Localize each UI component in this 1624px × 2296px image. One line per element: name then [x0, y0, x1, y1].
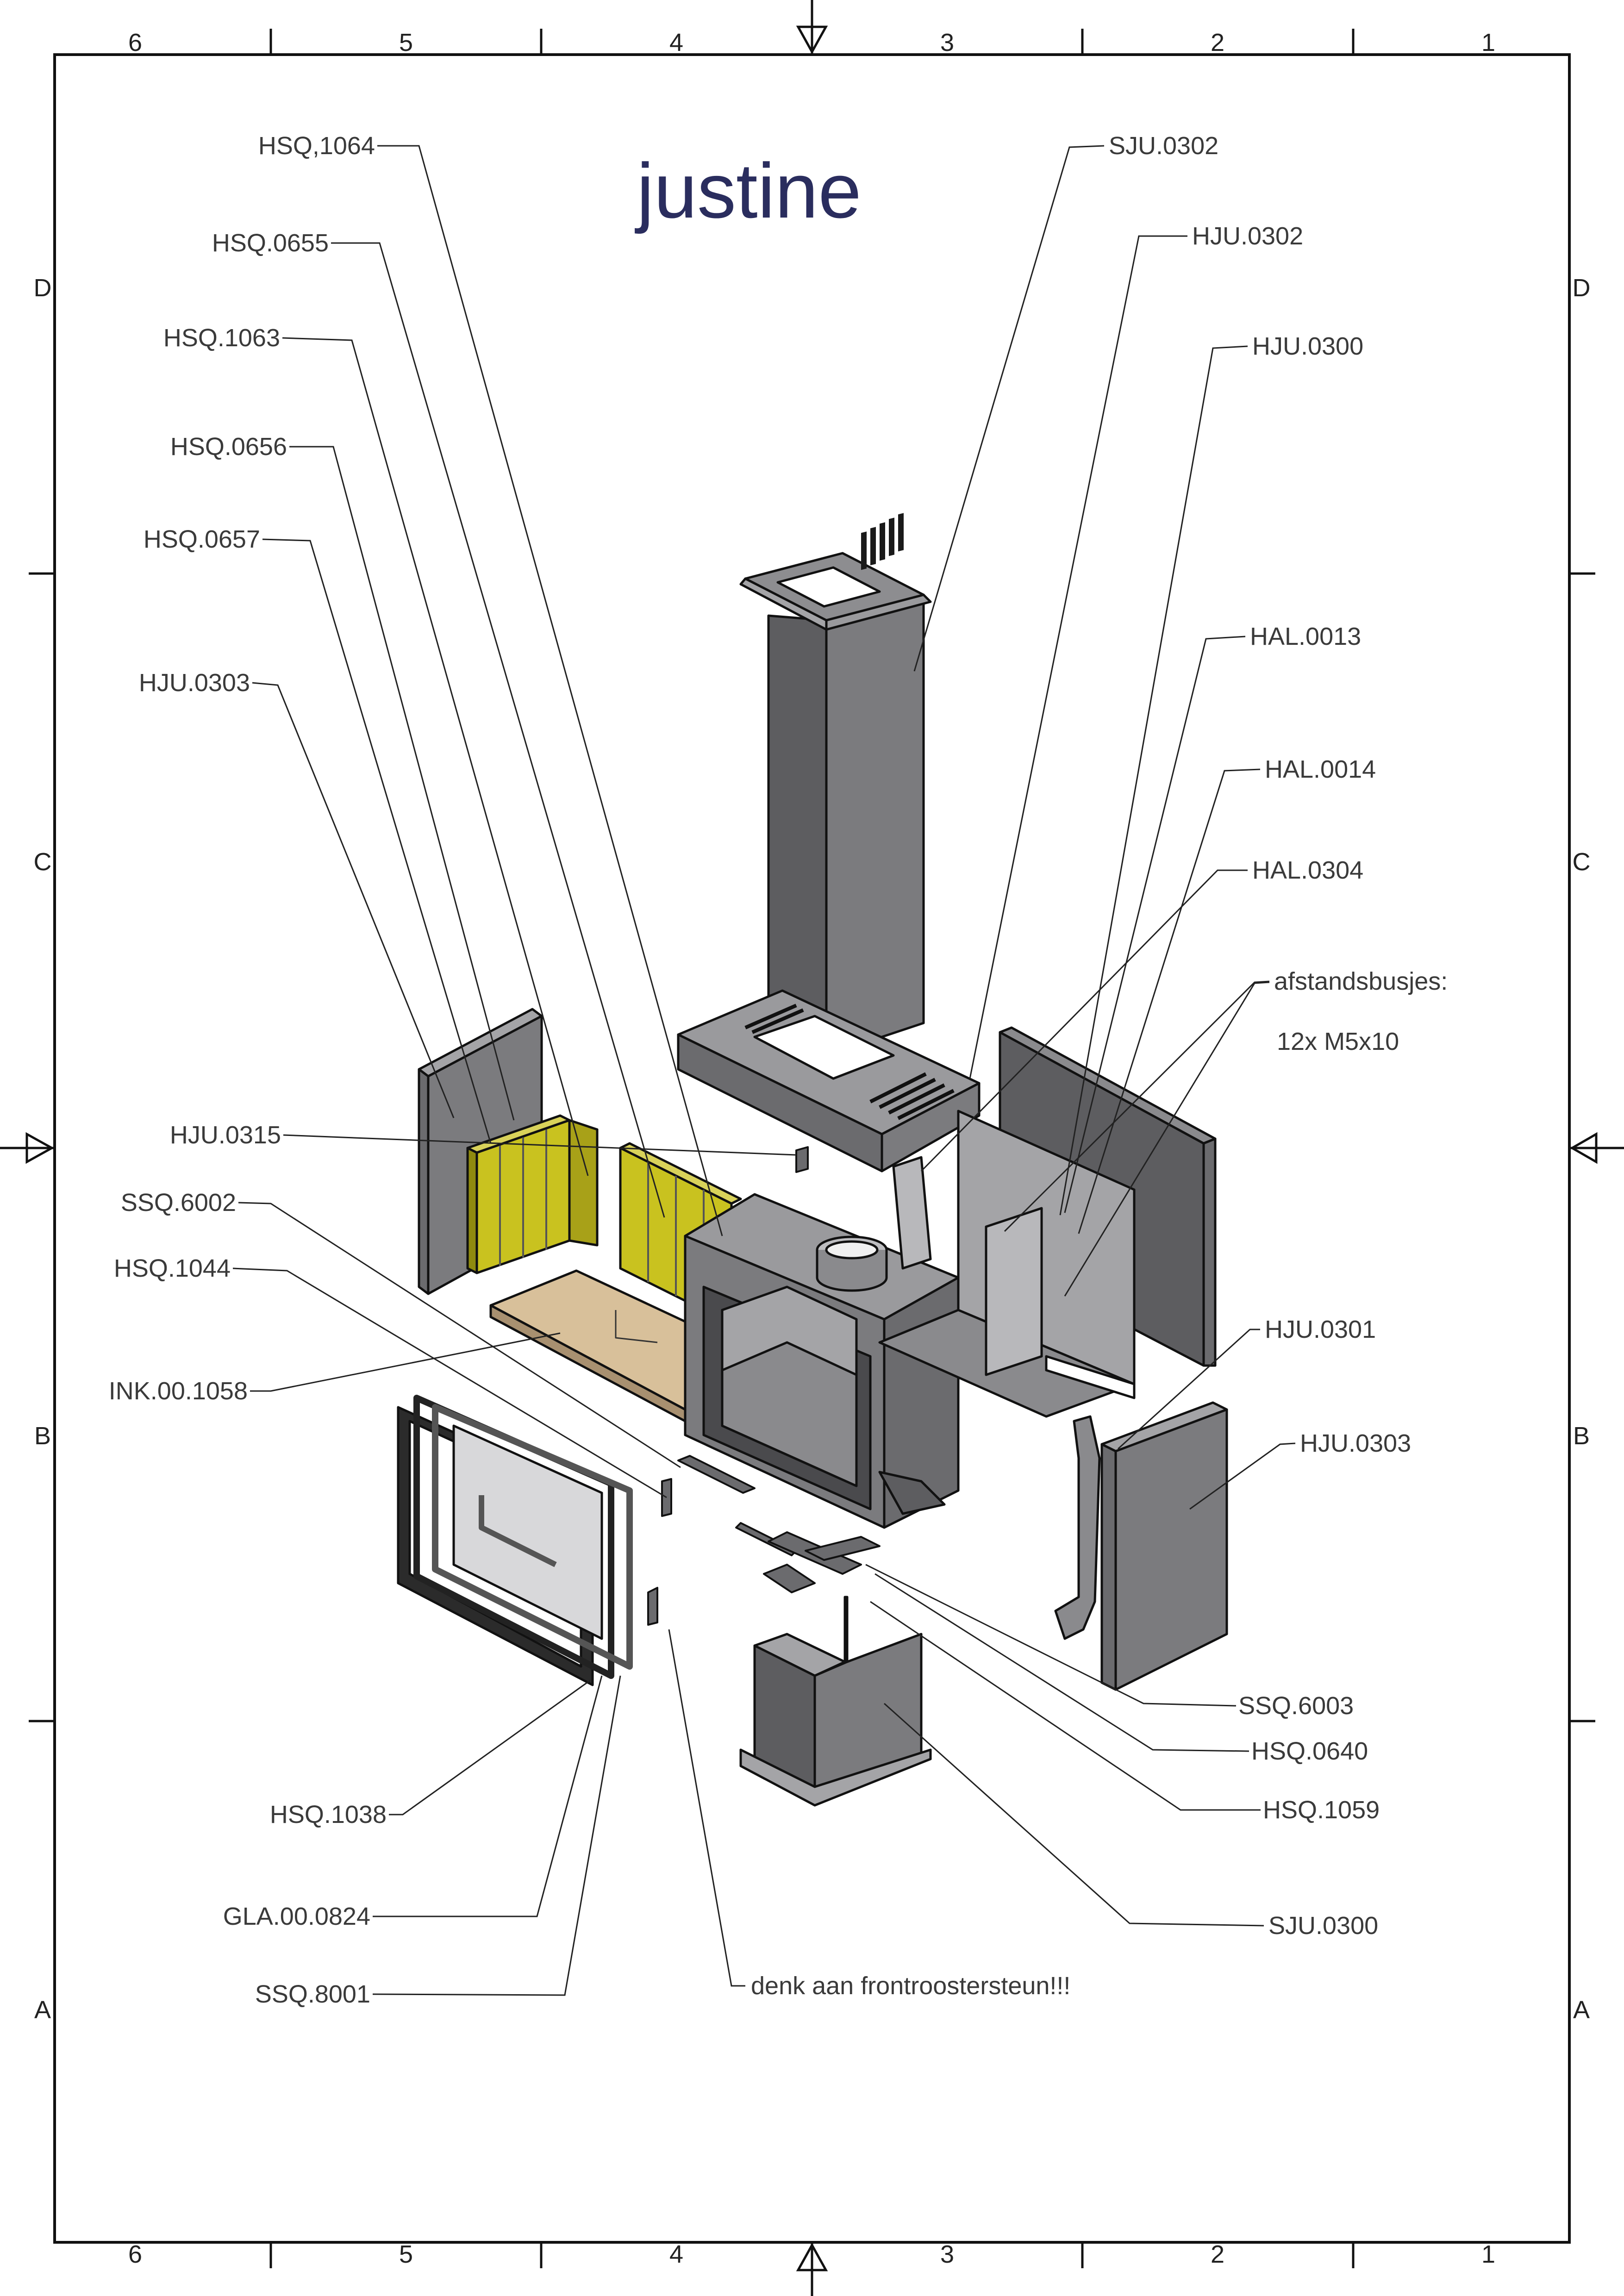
- zone-row-a-left: A: [34, 1996, 51, 2024]
- label-hsq-0656: HSQ.0656: [170, 433, 287, 461]
- zone-col-5-bottom: 5: [399, 2240, 413, 2268]
- zone-row-c-right: C: [1573, 848, 1591, 876]
- label-hsq-1038: HSQ.1038: [270, 1801, 387, 1828]
- zone-ticks: [29, 29, 1595, 2268]
- part-rear-cladding: [878, 1026, 1217, 1418]
- label-afstandsbusjes: afstandsbusjes:: [1274, 967, 1448, 995]
- zone-row-b-left: B: [34, 1422, 51, 1450]
- label-ssq-6002: SSQ.6002: [121, 1189, 236, 1217]
- part-bottom-plinth: [739, 1596, 932, 1807]
- zone-col-1-top: 1: [1481, 29, 1495, 56]
- zone-row-d-right: D: [1573, 274, 1591, 302]
- label-ssq-8001: SSQ.8001: [255, 1980, 370, 2008]
- label-sju-0300: SJU.0300: [1268, 1912, 1378, 1940]
- label-hju-0303-right: HJU.0303: [1300, 1429, 1411, 1457]
- part-right-side-panel: [1100, 1401, 1228, 1691]
- part-right-side-frame: [1054, 1415, 1101, 1640]
- label-hju-0301: HJU.0301: [1265, 1316, 1376, 1343]
- zone-col-4-top: 4: [669, 29, 683, 56]
- zone-col-3-bottom: 3: [940, 2240, 954, 2268]
- label-hju-0300: HJU.0300: [1252, 332, 1363, 360]
- label-hal-0013: HAL.0013: [1250, 623, 1361, 650]
- label-hsq-1059: HSQ.1059: [1263, 1796, 1380, 1824]
- label-hsq-0640: HSQ.0640: [1251, 1737, 1368, 1765]
- callout-labels-left: HSQ,1064 HSQ.0655 HSQ.1063 HSQ.0656 HSQ.…: [109, 132, 1071, 2008]
- label-hsq-1063: HSQ.1063: [163, 324, 280, 352]
- zone-col-6-bottom: 6: [128, 2240, 142, 2268]
- zone-column-labels-top: 6 5 4 3 2 1: [128, 29, 1495, 56]
- zone-row-labels-right: D C B A: [1573, 274, 1591, 2024]
- label-hsq-0655: HSQ.0655: [212, 229, 329, 257]
- part-vermiculite-left-panels: [466, 1114, 599, 1274]
- zone-row-d-left: D: [34, 274, 52, 302]
- label-sju-0302: SJU.0302: [1109, 132, 1218, 160]
- zone-col-2-top: 2: [1211, 29, 1224, 56]
- zone-col-4-bottom: 4: [669, 2240, 683, 2268]
- callout-labels-right: SJU.0302 HJU.0302 HJU.0300 HAL.0013 HAL.…: [1109, 132, 1448, 1940]
- zone-col-6-top: 6: [128, 29, 142, 56]
- zone-col-3-top: 3: [940, 29, 954, 56]
- part-small-brackets: [647, 1146, 881, 1626]
- label-afstandsbusjes-qty: 12x M5x10: [1277, 1028, 1399, 1055]
- part-flue-column: [739, 513, 932, 1057]
- label-frontroostersteun-note: denk aan frontroostersteun!!!: [751, 1972, 1070, 2000]
- label-ink-00-1058: INK.00.1058: [109, 1377, 248, 1405]
- zone-col-2-bottom: 2: [1211, 2240, 1224, 2268]
- label-ssq-6003: SSQ.6003: [1238, 1692, 1354, 1720]
- label-hju-0302: HJU.0302: [1192, 222, 1303, 250]
- leader-lines: [232, 145, 1296, 1996]
- label-hsq-1064: HSQ,1064: [258, 132, 375, 160]
- zone-row-a-right: A: [1573, 1996, 1590, 2024]
- label-hal-0014: HAL.0014: [1265, 755, 1376, 783]
- drawing-title: justine: [634, 147, 862, 234]
- part-glass-door-assembly: [397, 1395, 633, 1686]
- label-gla-00-0824: GLA.00.0824: [223, 1903, 370, 1930]
- label-hju-0303-left: HJU.0303: [139, 669, 250, 697]
- part-top-plate: [677, 989, 981, 1173]
- label-hal-0304: HAL.0304: [1252, 856, 1363, 884]
- zone-row-b-right: B: [1573, 1422, 1590, 1450]
- zone-row-labels-left: D C B A: [34, 274, 52, 2024]
- zone-col-5-top: 5: [399, 29, 413, 56]
- zone-column-labels-bottom: 6 5 4 3 2 1: [128, 2240, 1495, 2268]
- zone-row-c-left: C: [34, 848, 52, 876]
- label-hsq-1044: HSQ.1044: [114, 1254, 231, 1282]
- label-hsq-0657: HSQ.0657: [144, 525, 260, 553]
- zone-col-1-bottom: 1: [1481, 2240, 1495, 2268]
- label-hju-0315: HJU.0315: [170, 1121, 281, 1149]
